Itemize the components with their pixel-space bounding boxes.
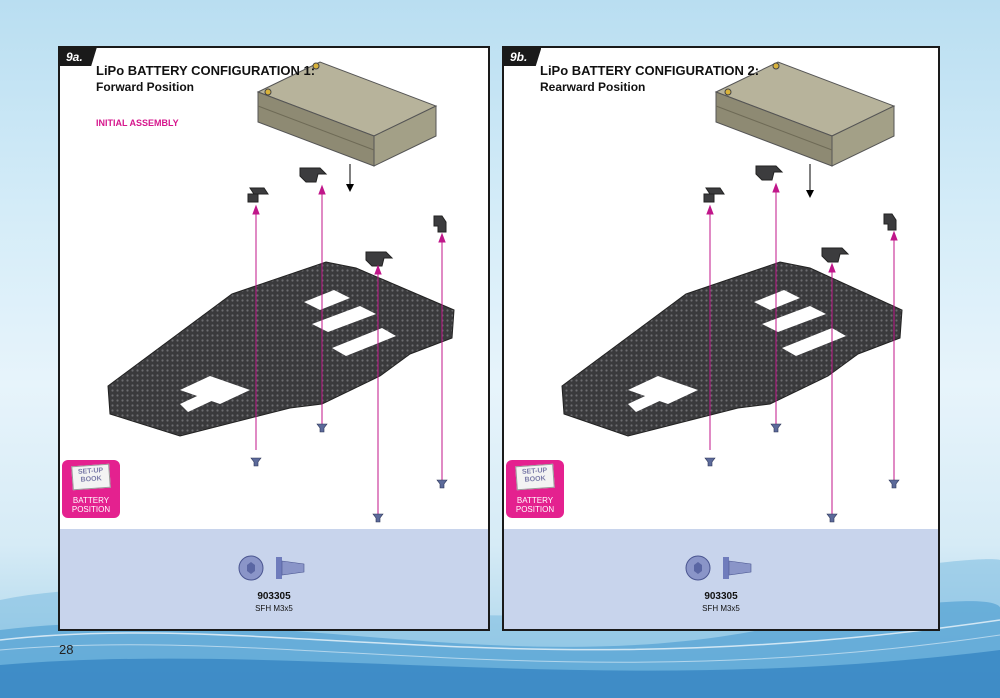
step-panel-9a: 9a. LiPo BATTERY CONFIGURATION 1: Forwar… bbox=[58, 46, 490, 631]
battery-holder bbox=[433, 215, 447, 233]
battery-holder bbox=[755, 165, 784, 181]
assembly-illustration bbox=[107, 61, 455, 523]
step-panel-9b: 9b. LiPo BATTERY CONFIGURATION 2: Rearwa… bbox=[502, 46, 940, 631]
step-number: 9b. bbox=[504, 48, 542, 66]
subtitle-line: Rearward Position bbox=[540, 80, 646, 94]
part-number: 903305 bbox=[257, 591, 291, 602]
assembly-illustration bbox=[561, 61, 903, 523]
badge-text: BATTERY POSITION bbox=[62, 496, 120, 514]
initial-assembly-note: INITIAL ASSEMBLY bbox=[96, 118, 179, 128]
lipo-battery bbox=[256, 61, 438, 167]
setup-book-badge[interactable]: SET-UP BOOK BATTERY POSITION bbox=[506, 460, 564, 518]
subtitle-line: Forward Position bbox=[96, 80, 195, 94]
screw-icon bbox=[238, 555, 305, 581]
part-description: SFH M3x5 bbox=[702, 604, 740, 613]
title-line: LiPo BATTERY CONFIGURATION 2: bbox=[540, 63, 760, 78]
battery-holder bbox=[247, 187, 269, 203]
chassis-plate bbox=[561, 261, 903, 437]
battery-holder bbox=[299, 167, 328, 183]
setup-book-icon: SET-UP BOOK bbox=[71, 463, 111, 491]
battery-holder bbox=[821, 247, 850, 263]
battery-holder bbox=[365, 251, 394, 267]
chassis-plate bbox=[107, 261, 455, 437]
setup-book-badge[interactable]: SET-UP BOOK BATTERY POSITION bbox=[62, 460, 120, 518]
screw-icon bbox=[685, 555, 752, 581]
parts-bar: 903305 SFH M3x5 bbox=[60, 529, 488, 629]
badge-line: BATTERY bbox=[72, 496, 110, 505]
badge-text: BATTERY POSITION bbox=[506, 496, 564, 514]
parts-bar: 903305 SFH M3x5 bbox=[504, 529, 938, 629]
battery-holder bbox=[703, 187, 725, 203]
title-line: LiPo BATTERY CONFIGURATION 1: bbox=[96, 63, 316, 78]
badge-line: BATTERY bbox=[516, 496, 554, 505]
badge-line: POSITION bbox=[71, 505, 111, 514]
step-number: 9a. bbox=[60, 48, 97, 66]
step-title: LiPo BATTERY CONFIGURATION 1: Forward Po… bbox=[96, 62, 315, 96]
part-number: 903305 bbox=[704, 591, 738, 602]
step-title: LiPo BATTERY CONFIGURATION 2: Rearward P… bbox=[540, 62, 759, 96]
page-number: 28 bbox=[59, 642, 74, 657]
badge-line: POSITION bbox=[515, 505, 555, 514]
lipo-battery bbox=[714, 61, 896, 167]
setup-book-icon: SET-UP BOOK bbox=[515, 463, 555, 491]
battery-holder bbox=[883, 213, 897, 231]
part-description: SFH M3x5 bbox=[255, 604, 293, 613]
